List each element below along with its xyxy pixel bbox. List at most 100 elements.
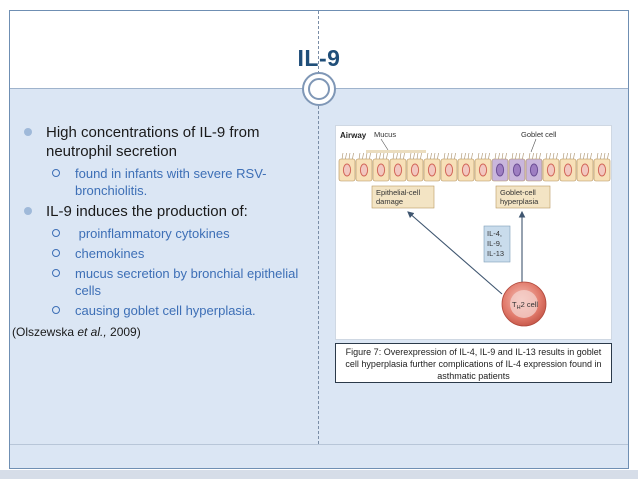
figure-image: Airway Mucus Goblet cell Epithelial-cell… — [335, 125, 612, 340]
cilium — [433, 152, 436, 160]
sub-bullet-ring-icon — [52, 306, 60, 314]
vertical-divider — [318, 11, 319, 444]
cilium — [460, 152, 463, 160]
cytokine-box — [483, 225, 511, 263]
cilium — [539, 152, 541, 160]
cilium — [447, 152, 449, 160]
bullet-dot-icon — [24, 128, 32, 136]
cilium — [477, 152, 480, 160]
sub-bullet-text: chemokines — [75, 246, 145, 261]
bottom-strip — [0, 470, 638, 479]
arrow-to-epithelial-damage — [407, 211, 503, 295]
figure-caption: Figure 7: Overexpression of IL-4, IL-9 a… — [335, 343, 612, 383]
th2-cell-nucleus — [510, 290, 538, 318]
bullet-dot-icon — [24, 207, 32, 215]
cell-nucleus — [478, 163, 488, 177]
cilium — [369, 152, 371, 160]
goblet-hyperplasia-label-2: hyperplasia — [500, 197, 539, 206]
sub-bullet-item: mucus secretion by bronchial epithelial … — [20, 265, 310, 299]
sub-bullet-text: mucus secretion by bronchial epithelial … — [75, 266, 299, 298]
cilium — [403, 152, 405, 160]
mucus-layer — [366, 150, 426, 153]
cilium — [396, 152, 398, 160]
th2-label-rest: 2 cell — [521, 300, 539, 309]
cilium — [501, 152, 504, 160]
th2-label-sub: H — [517, 305, 521, 311]
cell-nucleus — [393, 163, 403, 177]
mucus-pointer — [380, 138, 389, 151]
citation-prefix: (Olszewska — [12, 325, 78, 339]
cilium — [586, 152, 589, 160]
cilium — [450, 152, 453, 160]
cilium — [511, 152, 514, 160]
cilium — [358, 152, 361, 160]
cilium — [498, 152, 500, 160]
cell-nucleus — [359, 163, 369, 177]
goblet-cell-label: Goblet cell — [521, 130, 557, 139]
cilium — [545, 152, 548, 160]
cilium — [420, 152, 422, 160]
cilium — [409, 152, 412, 160]
goblet-hyperplasia-label-1: Goblet-cell — [500, 188, 536, 197]
cell-nucleus — [512, 163, 522, 177]
cilium — [552, 152, 555, 160]
cell-nucleus — [563, 163, 573, 177]
cell-nucleus — [427, 163, 437, 177]
cilium — [352, 152, 354, 160]
cilium — [528, 152, 531, 160]
sub-bullet-ring-icon — [52, 229, 60, 237]
cilium — [549, 152, 551, 160]
goblet-hyperplasia-box — [495, 185, 551, 209]
cilium — [454, 152, 456, 160]
il13-label: IL-13 — [487, 249, 504, 258]
cilium — [522, 152, 524, 160]
epithelial-damage-label-2: damage — [376, 197, 403, 206]
cilium — [430, 152, 432, 160]
il4-label: IL-4, — [487, 229, 502, 238]
sub-bullet-text: causing goblet cell hyperplasia. — [75, 303, 256, 318]
cilia-layer — [341, 150, 609, 160]
bullet-text: IL-9 induces the production of: — [46, 203, 248, 220]
cilium — [583, 152, 585, 160]
cilium — [392, 152, 395, 160]
sub-bullet-text: found in infants with severe RSV-bronchi… — [75, 166, 267, 198]
airway-label: Airway — [340, 131, 367, 140]
bullet-item: IL-9 induces the production of: — [20, 202, 310, 221]
bullet-text: High concentrations of IL-9 from neutrop… — [46, 124, 260, 160]
cilium — [348, 152, 351, 160]
il9-label: IL-9, — [487, 239, 502, 248]
cilium — [532, 152, 534, 160]
figure-diagram: Airway Mucus Goblet cell Epithelial-cell… — [338, 130, 611, 327]
cilium — [464, 152, 466, 160]
bullet-list: High concentrations of IL-9 from neutrop… — [20, 123, 310, 322]
cilium — [345, 152, 347, 160]
sub-bullet-ring-icon — [52, 169, 60, 177]
citation-year: 2009) — [106, 325, 141, 339]
cell-nucleus — [376, 163, 386, 177]
cilium — [562, 152, 565, 160]
cilium — [386, 152, 388, 160]
footer-band — [10, 444, 628, 468]
cilium — [443, 152, 446, 160]
epithelial-damage-box — [371, 185, 435, 209]
cilium — [382, 152, 385, 160]
cilium — [362, 152, 364, 160]
cilium — [603, 152, 606, 160]
cilium — [467, 152, 470, 160]
cilium — [518, 152, 521, 160]
cell-nucleus — [580, 163, 590, 177]
sub-bullet-item: found in infants with severe RSV-bronchi… — [20, 165, 310, 199]
cilium — [569, 152, 572, 160]
cilium — [590, 152, 592, 160]
cilium — [379, 152, 381, 160]
sub-bullet-ring-icon — [52, 269, 60, 277]
cilium — [413, 152, 415, 160]
cilium — [365, 152, 368, 160]
cilium — [399, 152, 402, 160]
cilium — [481, 152, 483, 160]
cilium — [484, 152, 487, 160]
cilium — [471, 152, 473, 160]
bullet-item: High concentrations of IL-9 from neutrop… — [20, 123, 310, 161]
sub-bullet-item: causing goblet cell hyperplasia. — [20, 302, 310, 319]
